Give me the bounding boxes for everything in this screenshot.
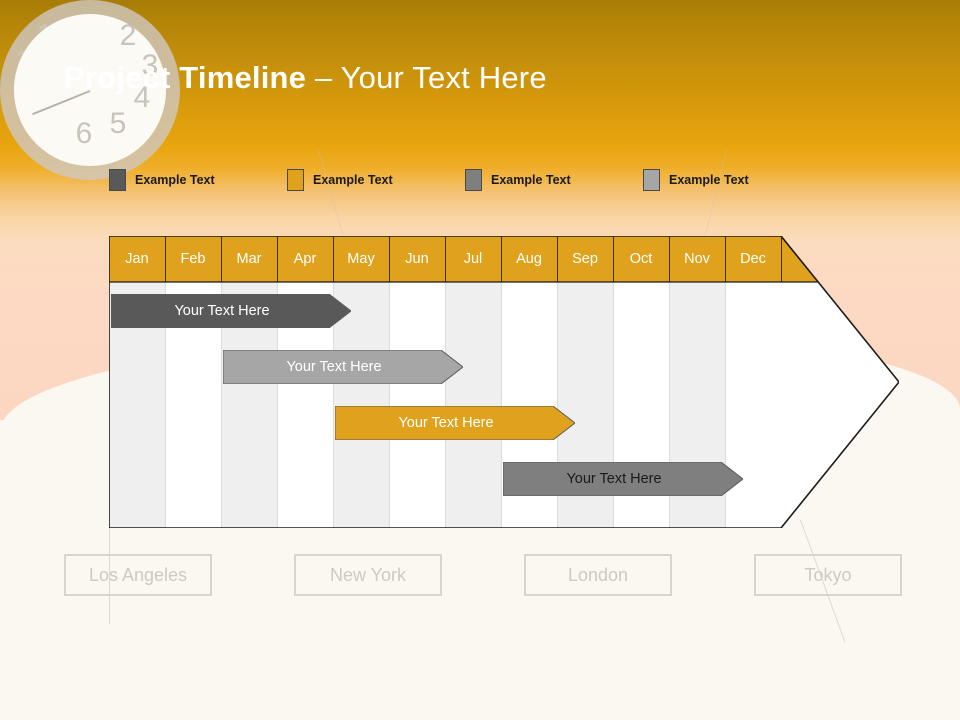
month-header-nov[interactable]: Nov xyxy=(684,251,710,267)
month-header-may[interactable]: May xyxy=(347,251,375,267)
month-header-sep[interactable]: Sep xyxy=(572,251,598,267)
month-header-divider xyxy=(333,236,334,282)
clock-number: 6 xyxy=(75,117,93,150)
month-header-divider xyxy=(781,236,782,282)
legend-item-label: Example Text xyxy=(491,173,571,187)
clock-number: 5 xyxy=(109,107,127,140)
legend-swatch-icon xyxy=(465,169,482,191)
clock-graphic-right: 2 3 4 5 6 xyxy=(0,0,180,360)
timeline-chart: Jan Feb Mar Apr May Jun Jul Aug Sep Oct Nov Dec You… xyxy=(109,236,899,528)
legend-item-3[interactable]: Example Text xyxy=(465,169,571,191)
legend-swatch-icon xyxy=(287,169,304,191)
task-bar-label: Your Text Here xyxy=(398,415,494,431)
legend-item-1[interactable]: Example Text xyxy=(109,169,215,191)
legend-item-label: Example Text xyxy=(313,173,393,187)
legend-item-2[interactable]: Example Text xyxy=(287,169,393,191)
task-bar-1[interactable]: Your Text Here xyxy=(111,294,351,328)
month-header-divider xyxy=(221,236,222,282)
month-header-divider xyxy=(613,236,614,282)
page-title-bold: Project Timeline xyxy=(64,60,307,95)
month-header-row: Jan Feb Mar Apr May Jun Jul Aug Sep Oct Nov Dec xyxy=(109,236,818,282)
task-bar-3[interactable]: Your Text Here xyxy=(335,406,575,440)
month-header-jul[interactable]: Jul xyxy=(463,251,483,267)
clock-number: 3 xyxy=(141,49,159,82)
city-label-los-angeles[interactable]: Los Angeles xyxy=(64,554,212,596)
month-header-apr[interactable]: Apr xyxy=(293,251,317,267)
task-bar-4[interactable]: Your Text Here xyxy=(503,462,743,496)
month-header-mar[interactable]: Mar xyxy=(236,251,262,267)
month-header-divider xyxy=(389,236,390,282)
month-header-divider xyxy=(501,236,502,282)
task-bar-2[interactable]: Your Text Here xyxy=(223,350,463,384)
task-bar-label: Your Text Here xyxy=(566,471,662,487)
task-bar-label: Your Text Here xyxy=(286,359,382,375)
month-header-divider xyxy=(557,236,558,282)
month-header-oct[interactable]: Oct xyxy=(629,251,653,267)
legend-swatch-icon xyxy=(643,169,660,191)
month-header-dec[interactable]: Dec xyxy=(740,251,766,267)
legend-item-label: Example Text xyxy=(135,173,215,187)
legend-item-4[interactable]: Example Text xyxy=(643,169,749,191)
month-header-divider xyxy=(725,236,726,282)
month-header-aug[interactable]: Aug xyxy=(516,251,542,267)
month-header-jan[interactable]: Jan xyxy=(125,251,149,267)
page-title-regular: – Your Text Here xyxy=(306,60,547,95)
city-label-tokyo[interactable]: Tokyo xyxy=(754,554,902,596)
legend: Example Text Example Text Example Text Exam… xyxy=(109,169,909,193)
month-header-divider xyxy=(445,236,446,282)
city-label-london[interactable]: London xyxy=(524,554,672,596)
task-bar-label: Your Text Here xyxy=(174,303,270,319)
clock-number: 4 xyxy=(133,81,151,114)
city-label-new-york[interactable]: New York xyxy=(294,554,442,596)
legend-swatch-icon xyxy=(109,169,126,191)
clock-number: 2 xyxy=(119,19,137,52)
legend-item-label: Example Text xyxy=(669,173,749,187)
month-header-divider xyxy=(277,236,278,282)
page-title: Project Timeline – Your Text Here xyxy=(64,60,547,96)
month-header-feb[interactable]: Feb xyxy=(180,251,206,267)
month-header-divider xyxy=(165,236,166,282)
decorative-line xyxy=(109,528,110,624)
month-header-divider xyxy=(669,236,670,282)
month-header-jun[interactable]: Jun xyxy=(405,251,429,267)
